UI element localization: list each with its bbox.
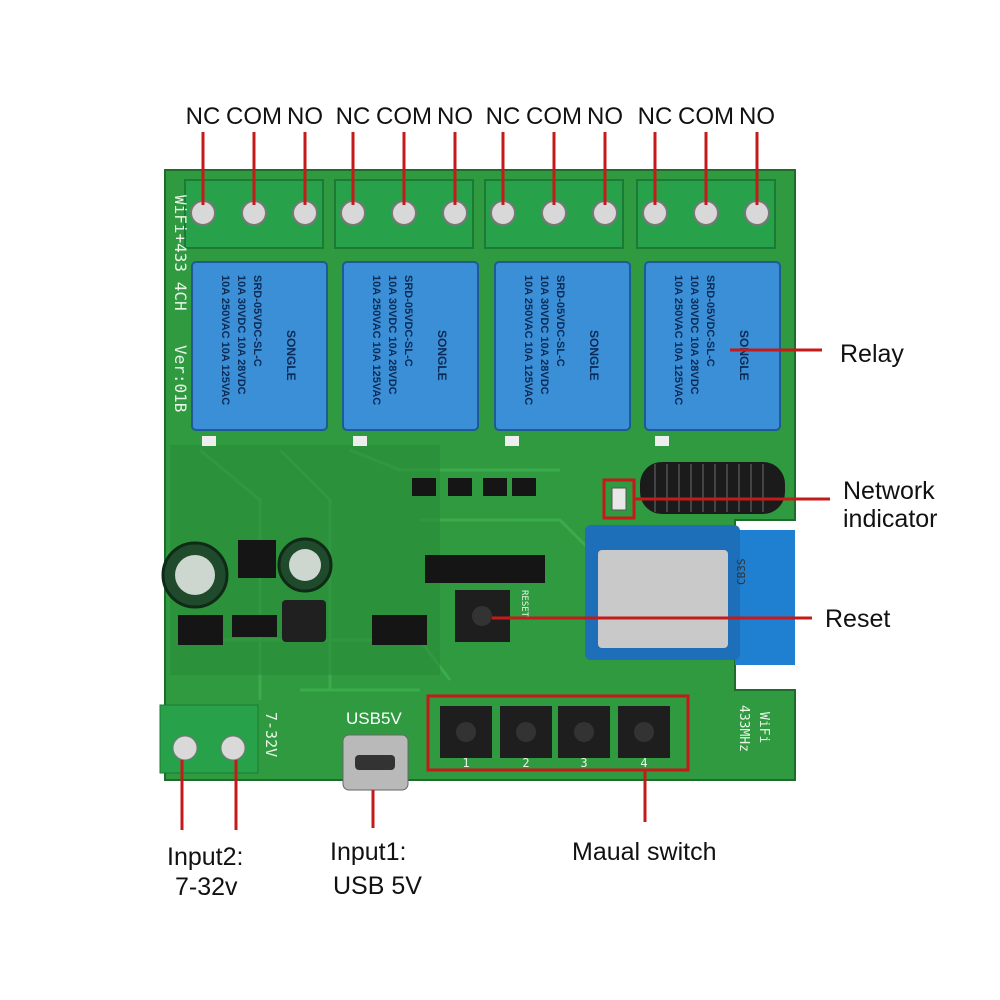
relay-spec-line: 10A 250VAC 10A 125VAC — [219, 275, 231, 405]
diode-2 — [232, 615, 277, 637]
relay-led — [353, 436, 367, 446]
relay-spec-line: SRD-05VDC-SL-C — [251, 275, 263, 367]
input1-label-1: Input1: — [330, 838, 406, 866]
terminal-label-no: NO — [287, 103, 323, 130]
relay-spec-line: 10A 30VDC 10A 28VDC — [538, 275, 550, 395]
manual-switch-number: 2 — [522, 756, 529, 770]
relay: 10A 250VAC 10A 125VAC 10A 30VDC 10A 28VDC… — [644, 261, 781, 446]
relays: 10A 250VAC 10A 125VAC 10A 30VDC 10A 28VDC… — [191, 261, 781, 446]
side-callout-lines — [180, 348, 830, 830]
relay: 10A 250VAC 10A 125VAC 10A 30VDC 10A 28VDC… — [494, 261, 631, 446]
header-pins — [425, 555, 545, 583]
relay: 10A 250VAC 10A 125VAC 10A 30VDC 10A 28VDC… — [342, 261, 479, 446]
silk-freq-2: 433MHz — [736, 705, 751, 752]
silk-model: WiFi+433 4CH — [171, 195, 190, 311]
manual-switch-number: 4 — [640, 756, 647, 770]
power-terminal-block — [159, 704, 259, 774]
terminal-callout-lines — [201, 132, 759, 205]
relay-brand: SONGLE — [737, 330, 751, 381]
inductor — [282, 600, 326, 642]
relay-led — [655, 436, 669, 446]
mcu-chip — [372, 615, 427, 645]
relay-spec-line: 10A 250VAC 10A 125VAC — [370, 275, 382, 405]
network-indicator-label-2: indicator — [843, 505, 938, 533]
terminal-label-com: COM — [526, 103, 582, 130]
antenna-coil — [640, 462, 785, 514]
usb-silk-label: USB5V — [346, 709, 402, 728]
reset-button[interactable] — [455, 590, 510, 642]
relay-brand: SONGLE — [435, 330, 449, 381]
silk-reset: RESET — [519, 590, 529, 618]
input2-label-2: 7-32v — [175, 873, 238, 901]
relay-spec-line: 10A 30VDC 10A 28VDC — [688, 275, 700, 395]
relay-spec-line: SRD-05VDC-SL-C — [554, 275, 566, 367]
silk-freq-1: WiFi — [756, 712, 771, 743]
manual-switch-number: 3 — [580, 756, 587, 770]
terminal-label-nc: NC — [186, 103, 221, 130]
terminal-label-no: NO — [739, 103, 775, 130]
regulator-ic — [238, 540, 276, 578]
relay-label: Relay — [840, 340, 904, 368]
capacitor-left — [161, 541, 229, 609]
input2-label-1: Input2: — [167, 843, 243, 871]
reset-label: Reset — [825, 605, 890, 633]
capacitor-right — [277, 537, 333, 593]
relay-spec-line: 10A 250VAC 10A 125VAC — [672, 275, 684, 405]
transistor-row — [412, 478, 536, 496]
manual-switch-4[interactable]: 4 — [618, 706, 670, 770]
diode — [178, 615, 223, 645]
wifi-module: CB3S — [585, 525, 795, 665]
relay-spec-line: 10A 30VDC 10A 28VDC — [386, 275, 398, 395]
relay-spec-line: 10A 30VDC 10A 28VDC — [235, 275, 247, 395]
relay-led — [202, 436, 216, 446]
manual-switch-2[interactable]: 2 — [500, 706, 552, 770]
terminal-label-no: NO — [587, 103, 623, 130]
terminal-label-nc: NC — [336, 103, 371, 130]
silk-version: Ver:01B — [171, 345, 190, 412]
silk-voltage: 7-32V — [262, 712, 280, 757]
manual-switch-label: Maual switch — [572, 838, 717, 866]
terminal-label-nc: NC — [638, 103, 673, 130]
relay-led — [505, 436, 519, 446]
manual-switch-3[interactable]: 3 — [558, 706, 610, 770]
terminal-label-nc: NC — [486, 103, 521, 130]
manual-switch-number: 1 — [462, 756, 469, 770]
relay: 10A 250VAC 10A 125VAC 10A 30VDC 10A 28VDC… — [191, 261, 328, 446]
input1-label-2: USB 5V — [333, 872, 422, 900]
terminal-label-com: COM — [226, 103, 282, 130]
network-led — [611, 487, 627, 511]
usb-port — [342, 734, 409, 791]
relay-brand: SONGLE — [587, 330, 601, 381]
terminal-label-no: NO — [437, 103, 473, 130]
manual-switch-1[interactable]: 1 — [440, 706, 492, 770]
relay-spec-line: SRD-05VDC-SL-C — [704, 275, 716, 367]
module-label: CB3S — [735, 559, 748, 586]
terminal-label-com: COM — [678, 103, 734, 130]
manual-switch-buttons: 1 2 3 4 — [440, 706, 670, 770]
terminal-label-com: COM — [376, 103, 432, 130]
relay-spec-line: 10A 250VAC 10A 125VAC — [522, 275, 534, 405]
relay-spec-line: SRD-05VDC-SL-C — [402, 275, 414, 367]
relay-brand: SONGLE — [284, 330, 298, 381]
manual-switch-highlight — [426, 694, 690, 772]
network-indicator-label-1: Network — [843, 477, 935, 505]
